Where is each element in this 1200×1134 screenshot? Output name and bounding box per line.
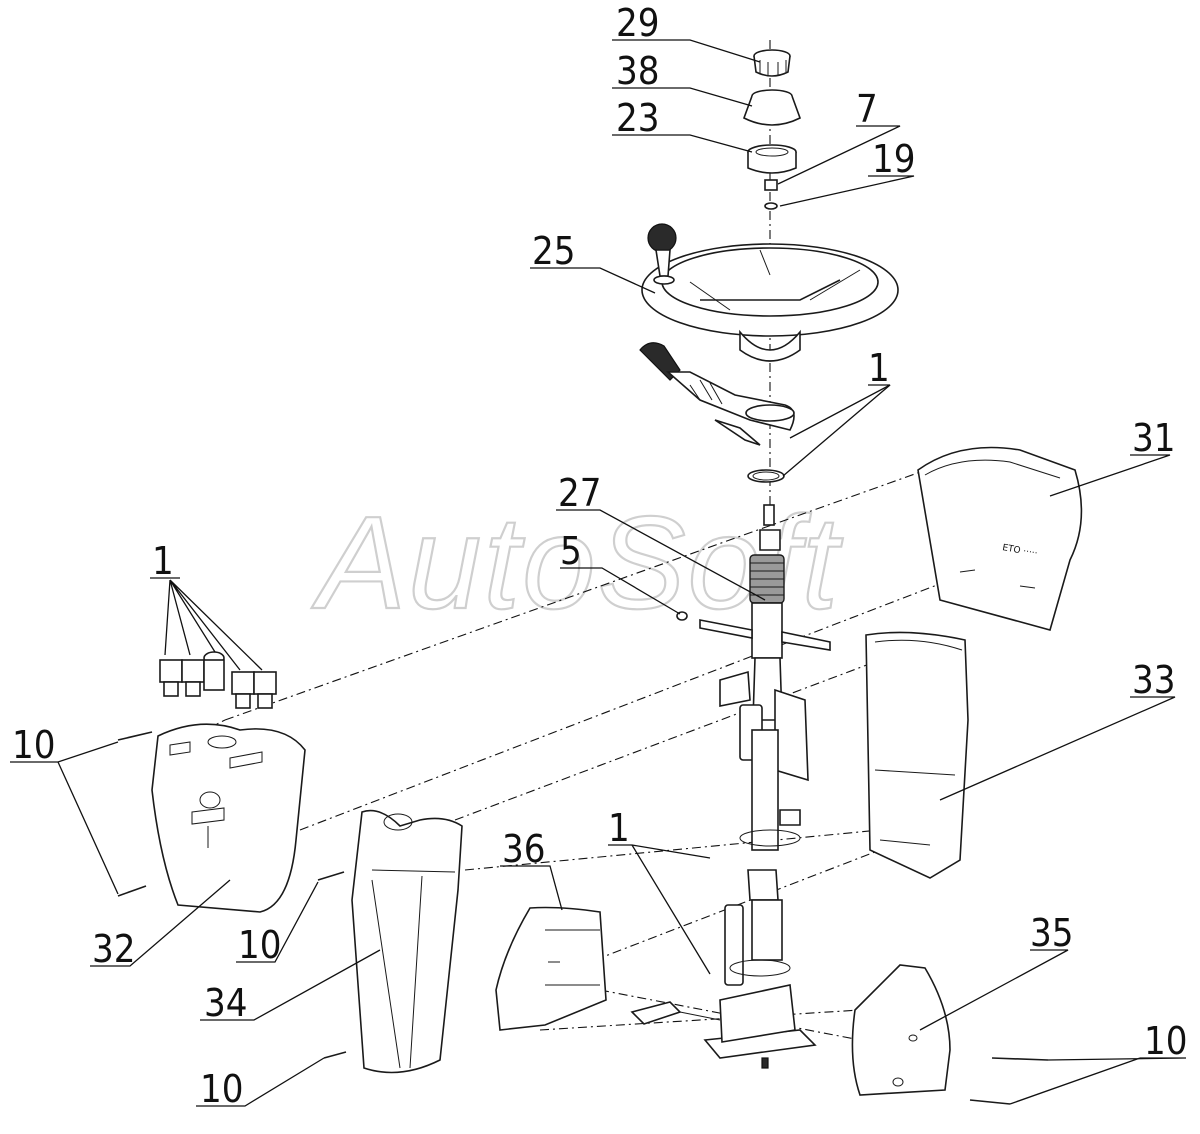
callout-32: 32	[92, 927, 136, 971]
callout-29: 29	[616, 1, 660, 45]
part-10-bolts	[117, 731, 1049, 1105]
part-27-steering-column	[630, 504, 831, 1069]
part-33-right-panel	[865, 631, 969, 879]
leader-lines	[10, 39, 1187, 1107]
part-34-centre-cover	[351, 809, 463, 1074]
callout-34: 34	[204, 981, 248, 1025]
part-31-upper-cover: ЕТО ·····	[917, 446, 1083, 631]
part-23-ring	[747, 144, 797, 174]
part-1-switch-group	[159, 651, 277, 709]
callout-19: 19	[872, 137, 916, 181]
part-29-cap	[753, 49, 791, 77]
callout-1-switches: 1	[152, 539, 174, 583]
callout-7: 7	[856, 87, 878, 131]
callout-38: 38	[616, 49, 660, 93]
callout-10-right: 10	[1144, 1019, 1188, 1063]
part-1-combination-switch	[639, 342, 795, 483]
callout-23: 23	[616, 96, 660, 140]
callout-10-bottom-left: 10	[200, 1067, 244, 1111]
callout-36: 36	[502, 827, 546, 871]
callout-1-lever: 1	[868, 346, 890, 390]
callout-31: 31	[1132, 416, 1176, 460]
callout-25: 25	[532, 229, 576, 273]
callout-35: 35	[1030, 911, 1074, 955]
callout-10-left: 10	[12, 723, 56, 767]
part-35-lower-cover	[851, 964, 951, 1096]
part-19-washer	[764, 202, 778, 210]
callout-1-cable: 1	[608, 806, 630, 850]
callout-33: 33	[1132, 658, 1176, 702]
part-32-left-housing	[151, 723, 306, 913]
part-38-cone	[743, 89, 801, 126]
part-25-steering-wheel	[641, 223, 899, 362]
part-36-lower-bracket	[495, 906, 607, 1031]
callout-27: 27	[558, 471, 602, 515]
part-7-nut	[764, 179, 778, 191]
callout-5: 5	[560, 529, 582, 573]
callout-10-mid: 10	[238, 923, 282, 967]
